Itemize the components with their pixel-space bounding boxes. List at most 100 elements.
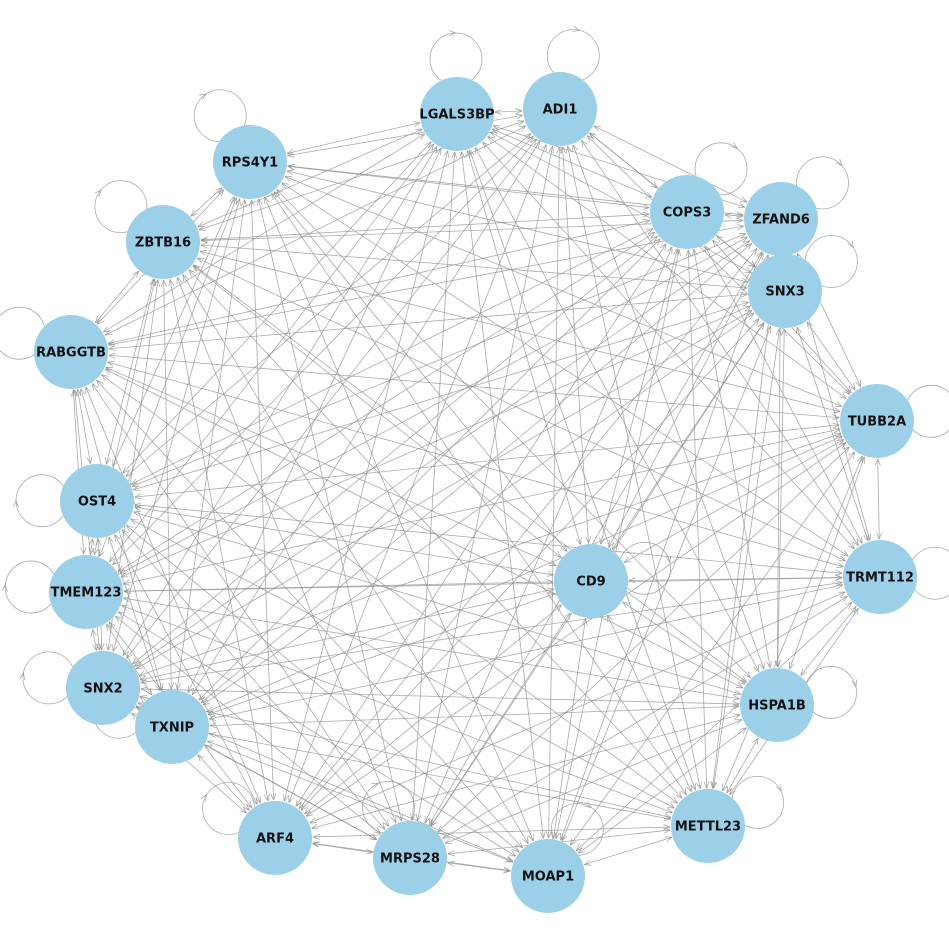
edge-arrowhead [736,212,744,217]
node-SNX2[interactable]: SNX2 [66,651,140,725]
edge-arrowhead [437,829,445,833]
edge-arrowhead [132,270,139,275]
edge-arrowhead [712,239,720,244]
edge [107,220,651,344]
edge [276,188,751,679]
edge-arrowhead [200,240,208,244]
edge-arrowhead [739,201,748,203]
edge [205,744,377,841]
node-TUBB2A[interactable]: TUBB2A [840,384,914,458]
edge-arrowhead [726,786,729,794]
edge-arrowhead [447,860,455,864]
node-circle[interactable] [840,384,914,458]
edge-ADI1-OST4 [125,133,532,477]
node-circle[interactable] [66,651,140,725]
edge-ARF4-MRPS28 [312,841,373,855]
edge-arrowhead [692,249,695,257]
node-HSPA1B[interactable]: HSPA1B [740,668,814,742]
node-RABGGTB[interactable]: RABGGTB [34,315,108,389]
edge-arrowhead [207,709,214,715]
edge-arrowhead [666,807,673,813]
edge-MOAP1-METTL23 [584,836,672,866]
node-circle[interactable] [213,125,287,199]
node-TRMT112[interactable]: TRMT112 [843,540,917,614]
edge-arrowhead [125,470,130,477]
node-circle[interactable] [748,254,822,328]
node-circle[interactable] [373,821,447,895]
node-circle[interactable] [511,839,585,913]
edge [191,140,541,696]
edge-arrowhead [131,712,136,720]
node-ADI1[interactable]: ADI1 [523,72,597,146]
edge-ADI1-MRPS28 [415,146,555,821]
edge-ARF4-HSPA1B [311,713,741,830]
edge [575,602,853,851]
node-OST4[interactable]: OST4 [60,464,134,538]
node-MRPS28[interactable]: MRPS28 [373,821,447,895]
node-circle[interactable] [60,464,134,538]
edge-arrowhead [92,538,95,546]
node-TXNIP[interactable]: TXNIP [135,690,209,764]
edge-RPS4Y1-HSPA1B [276,188,751,679]
edge-arrowhead [99,551,105,557]
node-MOAP1[interactable]: MOAP1 [511,839,585,913]
edge-arrowhead [745,242,752,246]
edge-arrowhead [133,489,141,491]
node-circle[interactable] [740,668,814,742]
node-ZFAND6[interactable]: ZFAND6 [744,182,818,256]
edge-arrowhead [699,781,702,789]
node-circle[interactable] [671,789,745,863]
edge-TXNIP-SNX3 [202,312,755,706]
node-COPS3[interactable]: COPS3 [650,175,724,249]
edge-arrowhead [729,790,736,796]
edge-arrowhead [733,694,740,700]
edge-arrowhead [585,536,589,544]
edge-arrowhead [108,348,116,352]
edge-arrowhead [746,267,752,274]
node-circle[interactable] [49,555,123,629]
edge-RPS4Y1-TRMT112 [281,182,849,557]
node-ZBTB16[interactable]: ZBTB16 [126,205,200,279]
edge-arrowhead [647,231,655,234]
edge-arrowhead [112,558,116,566]
edge [584,836,672,866]
edge-arrowhead [140,679,148,682]
node-circle[interactable] [843,540,917,614]
edge-arrowhead [114,534,121,540]
node-circle[interactable] [34,315,108,389]
edge-arrowhead [98,189,102,197]
node-ARF4[interactable]: ARF4 [238,801,312,875]
edge-arrowhead [519,841,523,849]
edge [112,198,241,652]
node-circle[interactable] [744,182,818,256]
edge-arrowhead [108,621,116,627]
node-circle[interactable] [650,175,724,249]
edge-arrowhead [749,312,755,320]
node-circle[interactable] [523,72,597,146]
node-SNX3[interactable]: SNX3 [748,254,822,328]
edge-arrowhead [839,396,847,399]
edge-arrowhead [642,207,650,210]
self-loop [796,156,849,210]
edge-HSPA1B-SNX3 [774,328,788,668]
node-METTL23[interactable]: METTL23 [671,789,745,863]
edge [118,611,516,857]
node-circle[interactable] [126,205,200,279]
node-circle[interactable] [420,77,494,151]
node-RPS4Y1[interactable]: RPS4Y1 [213,125,287,199]
node-circle[interactable] [238,801,312,875]
node-LGALS3BP[interactable]: LGALS3BP [419,77,495,151]
edge-arrowhead [492,125,499,131]
edge-arrowhead [192,265,197,272]
edge [281,182,849,557]
node-circle[interactable] [135,690,209,764]
edge-arrowhead [91,383,95,391]
node-CD9[interactable]: CD9 [554,544,628,618]
edge-ARF4-COPS3 [295,243,667,807]
edge-arrowhead [22,673,26,681]
edge [123,581,554,592]
edge [77,389,91,464]
node-circle[interactable] [554,544,628,618]
edge-arrowhead [842,446,850,450]
node-TMEM123[interactable]: TMEM123 [49,555,123,629]
